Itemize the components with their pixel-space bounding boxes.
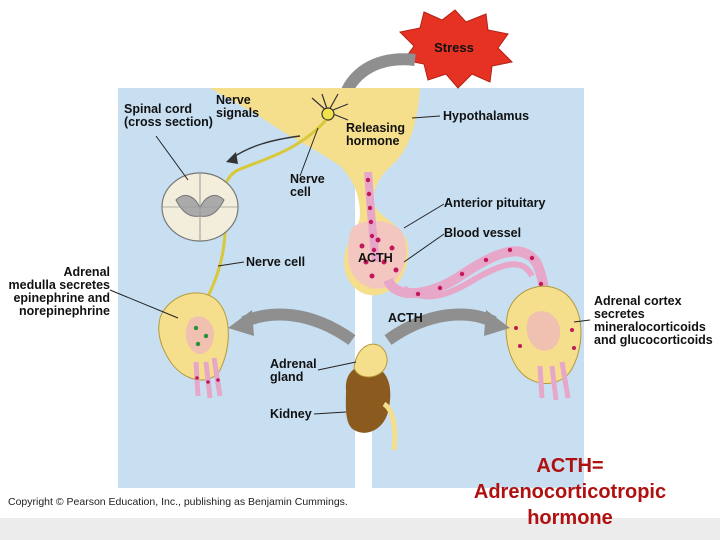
stress-starburst: [398, 9, 514, 89]
adrenal-medulla-label: Adrenal medulla secretes epinephrine and…: [8, 265, 110, 318]
spinal-cord-label: Spinal cord (cross section): [124, 102, 213, 129]
nerve-cell-body: [311, 93, 349, 121]
acth-dots: [359, 237, 399, 279]
nerve-signal-arrow: [231, 135, 301, 159]
adrenal-medulla: [158, 292, 229, 399]
anterior-pituitary-label: Anterior pituitary: [444, 196, 546, 210]
spinal-cord: [161, 172, 239, 242]
arrow-to-cortex-head: [484, 310, 510, 336]
adrenal-gland: [353, 343, 388, 378]
nerve-cell-upper-label: Nerve cell: [290, 172, 325, 199]
kidney-label: Kidney: [270, 407, 312, 421]
stress-arrow: [339, 53, 416, 98]
stress-label: Stress: [434, 40, 474, 55]
portal-vessel-dots: [365, 177, 377, 253]
arrow-to-medulla-head: [228, 310, 254, 336]
adrenal-gland-label: Adrenal gland: [270, 357, 317, 384]
adrenal-cortex-label: Adrenal cortex secretes mineralocorticoi…: [594, 294, 713, 347]
releasing-hormone-label: Releasing hormone: [346, 121, 406, 148]
bottom-strip: [0, 518, 720, 540]
acth-pituitary-label: ACTH: [358, 251, 393, 265]
nerve-cell-lower-label: Nerve cell: [246, 255, 306, 269]
acth-definition: ACTH= Adrenocorticotropic hormone: [473, 455, 667, 529]
leader-lines: [109, 115, 591, 415]
acth-vessel-label: ACTH: [388, 311, 423, 325]
adrenal-cortex: [505, 285, 582, 401]
blood-vessel-label: Blood vessel: [444, 226, 522, 240]
nerve-signal-arrow-head: [226, 152, 238, 164]
copyright-notice: Copyright © Pearson Education, Inc., pub…: [8, 496, 348, 508]
kidney: [345, 364, 398, 451]
nerve-signals-label: Nerve signals: [216, 93, 260, 120]
hypothalamus-label: Hypothalamus: [443, 109, 530, 123]
arrow-to-medulla: [241, 308, 356, 345]
